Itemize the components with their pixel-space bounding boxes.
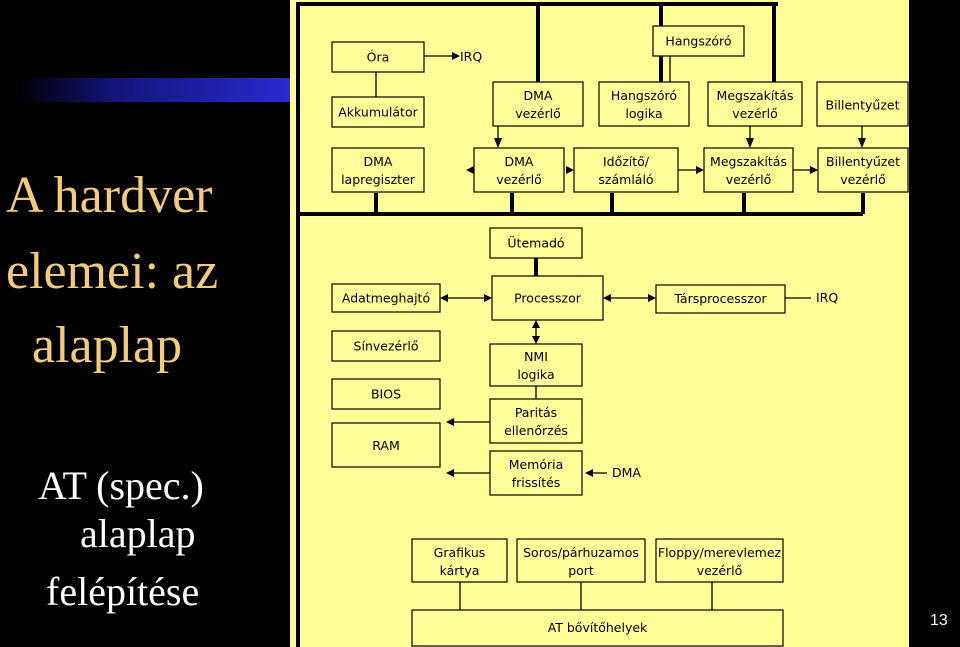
label-irq-ora: IRQ xyxy=(460,49,482,64)
title-line-2: elemei: az xyxy=(6,243,219,300)
box-sinvezerlo: Sínvezérlő xyxy=(331,330,441,362)
box-grafikus-label-2: kártya xyxy=(440,563,480,578)
box-paritas: Paritás ellenőrzés xyxy=(489,398,583,444)
box-memoria-label-2: frissítés xyxy=(512,475,561,490)
title-line-1: A hardver xyxy=(6,167,213,224)
box-soros-label-1: Soros/párhuzamos xyxy=(523,545,639,560)
box-bios: BIOS xyxy=(331,378,441,410)
box-bios-label: BIOS xyxy=(371,387,401,402)
box-hangszoro-label: Hangszóró xyxy=(665,34,731,49)
box-nmi-label-2: logika xyxy=(517,367,554,382)
box-hangszoro-logika: Hangszóró logika xyxy=(598,81,690,127)
box-soros-label-2: port xyxy=(568,563,594,578)
box-dma-vezerlo-label-2: vezérlő xyxy=(496,172,542,187)
title-line-3: alaplap xyxy=(32,317,183,374)
box-dma-lapregiszter-label-1: DMA xyxy=(364,154,393,169)
box-megszakitas-top-label-1: Megszakítás xyxy=(717,88,794,103)
box-idozito-label-2: számláló xyxy=(598,172,653,187)
box-grafikus-label-1: Grafikus xyxy=(434,545,486,560)
box-memoria-label-1: Memória xyxy=(509,457,564,472)
box-floppy-label-2: vezérlő xyxy=(697,563,743,578)
box-ram-label: RAM xyxy=(372,438,400,453)
box-paritas-label-1: Paritás xyxy=(515,405,557,420)
box-hangszoro-logika-label-1: Hangszóró xyxy=(611,88,677,103)
box-billentyuzet-label: Billentyűzet xyxy=(826,98,900,113)
box-dma-lapregiszter: DMA lapregiszter xyxy=(331,147,425,193)
box-grafikus: Grafikus kártya xyxy=(411,538,508,583)
box-processzor-label: Processzor xyxy=(514,291,582,306)
box-bovitohely-label: AT bővítőhelyek xyxy=(548,620,648,635)
label-dma-memoria: DMA xyxy=(612,465,641,480)
box-sinvezerlo-label: Sínvezérlő xyxy=(354,339,419,354)
box-ora-label: Óra xyxy=(367,50,390,65)
box-megszakitas-top-label-2: vezérlő xyxy=(732,106,778,121)
box-nmi: NMI logika xyxy=(489,343,583,387)
box-nmi-label-1: NMI xyxy=(524,349,548,364)
box-ram: RAM xyxy=(331,422,441,468)
box-akkumulator-label: Akkumulátor xyxy=(338,105,418,120)
subtitle-line-2: alaplap xyxy=(80,511,196,556)
box-utemado-label: Ütemadó xyxy=(507,235,564,251)
box-soros: Soros/párhuzamos port xyxy=(516,538,646,583)
box-idozito: Időzítő/ számláló xyxy=(573,147,679,193)
box-memoria: Memória frissítés xyxy=(489,450,583,496)
box-tarsprocesszor: Társprocesszor xyxy=(655,284,786,314)
box-dma-vezerlo-top-label-2: vezérlő xyxy=(515,106,561,121)
box-adatmeghajto-label: Adatmeghajtó xyxy=(342,291,430,306)
box-processzor: Processzor xyxy=(491,275,604,321)
box-hangszoro-logika-label-2: logika xyxy=(625,106,662,121)
box-megszakitas-label-2: vezérlő xyxy=(726,172,772,187)
box-ora: Óra xyxy=(331,41,425,73)
box-utemado: Ütemadó xyxy=(489,227,583,259)
subtitle-line-3: felépítése xyxy=(46,569,200,614)
box-bovitohely: AT bővítőhelyek xyxy=(411,609,784,647)
box-idozito-label-1: Időzítő/ xyxy=(603,154,650,169)
box-floppy-label-1: Floppy/merevlemez xyxy=(658,545,782,560)
box-dma-vezerlo-label-1: DMA xyxy=(505,154,534,169)
box-dma-vezerlo: DMA vezérlő xyxy=(473,147,565,193)
box-adatmeghajto: Adatmeghajtó xyxy=(331,283,441,313)
slide-number: 13 xyxy=(930,612,948,629)
box-floppy: Floppy/merevlemez vezérlő xyxy=(655,538,784,583)
box-megszakitas-top: Megszakítás vezérlő xyxy=(707,81,803,127)
box-megszakitas-label-1: Megszakítás xyxy=(710,154,787,169)
decorative-stripe xyxy=(18,78,290,102)
box-dma-lapregiszter-label-2: lapregiszter xyxy=(341,172,416,187)
box-hangszoro: Hangszóró xyxy=(652,25,745,57)
motherboard-diagram: Óra Akkumulátor DMA lapregiszter DMA vez… xyxy=(296,2,909,647)
box-dma-vezerlo-top: DMA vezérlő xyxy=(492,81,584,127)
box-billentyuzet-vezerlo-label-2: vezérlő xyxy=(840,172,886,187)
subtitle-line-1: AT (spec.) xyxy=(38,463,204,508)
box-tarsprocesszor-label: Társprocesszor xyxy=(673,291,767,306)
connector-lines xyxy=(375,52,866,610)
box-paritas-label-2: ellenőrzés xyxy=(504,423,568,438)
bus-drops-mid xyxy=(374,193,865,214)
box-billentyuzet: Billentyűzet xyxy=(816,81,909,127)
label-irq-tarsprocesszor: IRQ xyxy=(816,290,838,305)
box-dma-vezerlo-top-label-1: DMA xyxy=(524,88,553,103)
box-akkumulator: Akkumulátor xyxy=(331,96,425,128)
box-billentyuzet-vezerlo-label-1: Billentyűzet xyxy=(826,154,900,169)
box-billentyuzet-vezerlo: Billentyűzet vezérlő xyxy=(817,147,909,193)
box-megszakitas: Megszakítás vezérlő xyxy=(703,147,794,193)
